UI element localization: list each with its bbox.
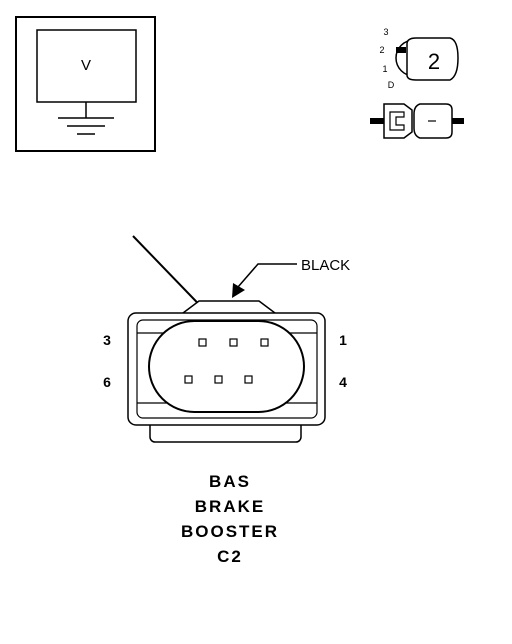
connector-face: 3 1 6 4	[103, 300, 347, 443]
pin-label-6: 6	[103, 374, 111, 390]
callout-arrow-head	[232, 283, 245, 298]
probe-tip-left	[370, 118, 384, 124]
selector-position-1: 1	[382, 64, 387, 74]
probe-tip-right	[452, 118, 464, 124]
pin-label-1: 1	[339, 332, 347, 348]
probe-terminal-icon	[370, 103, 464, 139]
caption-line-2: BRAKE	[194, 497, 266, 516]
pin-label-4: 4	[339, 374, 347, 390]
knob-pointer	[396, 47, 406, 53]
color-callout: BLACK	[232, 257, 350, 298]
connector-color-label: BLACK	[301, 257, 350, 274]
caption-line-3: BOOSTER	[180, 522, 280, 541]
terminal-6	[184, 375, 193, 384]
connector-cavity	[148, 320, 305, 413]
terminal-2	[229, 338, 238, 347]
selector-position-2: 2	[379, 45, 384, 55]
knob-grip	[406, 37, 459, 81]
probe-housing-left	[383, 103, 413, 139]
selector-knob-icon: 3 2 1 D 2	[379, 27, 459, 90]
terminal-3	[198, 338, 207, 347]
pin-label-3: 3	[103, 332, 111, 348]
terminal-5	[214, 375, 223, 384]
meter-frame	[15, 16, 156, 152]
terminal-4	[244, 375, 253, 384]
probe-latch	[389, 111, 405, 131]
knob-current-setting: 2	[428, 49, 440, 74]
caption-line-1: BAS	[209, 472, 251, 491]
selector-position-3: 3	[383, 27, 388, 37]
caption-line-4: C2	[217, 547, 243, 566]
voltmeter-symbol: V	[15, 16, 156, 152]
terminal-1	[260, 338, 269, 347]
selector-position-d: D	[388, 80, 395, 90]
meter-symbol-label: V	[81, 57, 91, 74]
